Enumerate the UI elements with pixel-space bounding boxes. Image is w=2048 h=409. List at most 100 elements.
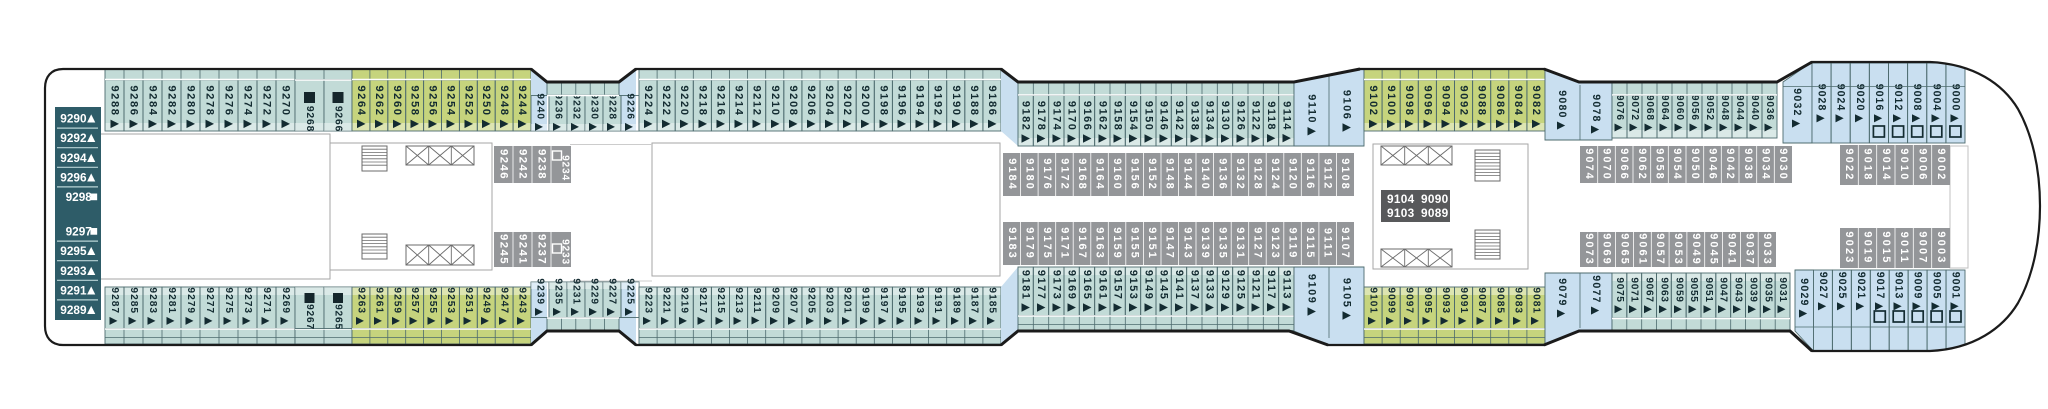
svg-text:9253▲: 9253▲: [443, 287, 458, 328]
svg-text:9189▲: 9189▲: [948, 287, 963, 328]
svg-text:9033: 9033: [1761, 233, 1773, 265]
svg-text:9264▲: 9264▲: [353, 85, 369, 132]
svg-text:9031▲: 9031▲: [1775, 277, 1790, 316]
svg-text:9241: 9241: [517, 234, 529, 265]
svg-text:9265: 9265: [333, 304, 344, 330]
svg-text:9105▲: 9105▲: [1339, 278, 1355, 324]
svg-text:9204▲: 9204▲: [821, 85, 837, 132]
svg-text:9117▲: 9117▲: [1263, 270, 1279, 316]
svg-text:9248▲: 9248▲: [496, 85, 512, 132]
svg-text:9156: 9156: [1129, 158, 1141, 190]
svg-text:9138▲: 9138▲: [1186, 101, 1202, 147]
svg-text:9185▲: 9185▲: [985, 287, 1000, 328]
svg-text:9078▲: 9078▲: [1588, 94, 1604, 137]
svg-text:9244▲: 9244▲: [514, 85, 530, 132]
svg-text:9010: 9010: [1898, 148, 1910, 181]
svg-text:9222▲: 9222▲: [658, 85, 674, 132]
svg-text:9142▲: 9142▲: [1171, 101, 1187, 147]
svg-text:9250▲: 9250▲: [478, 85, 494, 132]
svg-text:9109▲: 9109▲: [1304, 274, 1320, 320]
svg-text:9003: 9003: [1935, 231, 1947, 264]
svg-text:9232▲: 9232▲: [569, 93, 584, 134]
svg-text:9090: 9090: [1421, 192, 1449, 206]
svg-text:9276▲: 9276▲: [221, 85, 237, 132]
svg-text:9134▲: 9134▲: [1202, 101, 1218, 147]
svg-text:9066: 9066: [1618, 148, 1630, 180]
svg-text:9064▲: 9064▲: [1657, 95, 1672, 135]
svg-text:9000▲: 9000▲: [1947, 84, 1963, 126]
svg-text:9052▲: 9052▲: [1702, 95, 1717, 135]
svg-text:9094▲: 9094▲: [1438, 85, 1454, 132]
svg-text:9050: 9050: [1689, 148, 1701, 180]
svg-text:9224▲: 9224▲: [640, 85, 656, 132]
svg-text:9240▲: 9240▲: [533, 93, 548, 134]
svg-text:9168: 9168: [1076, 158, 1088, 190]
svg-text:9058: 9058: [1654, 148, 1666, 180]
svg-text:9295▲: 9295▲: [60, 243, 98, 258]
svg-text:9055▲: 9055▲: [1686, 277, 1701, 316]
svg-text:9266: 9266: [333, 106, 344, 132]
svg-text:9297■: 9297■: [66, 224, 98, 239]
svg-text:9020▲: 9020▲: [1852, 84, 1868, 126]
svg-text:9017▲: 9017▲: [1872, 272, 1888, 314]
svg-text:9056▲: 9056▲: [1687, 95, 1702, 135]
svg-text:9289▲: 9289▲: [60, 302, 98, 317]
svg-text:9112: 9112: [1322, 159, 1334, 191]
svg-text:9176: 9176: [1041, 158, 1053, 190]
svg-text:9012▲: 9012▲: [1890, 84, 1906, 126]
svg-text:9158▲: 9158▲: [1110, 101, 1126, 147]
svg-text:9080▲: 9080▲: [1554, 90, 1570, 133]
svg-text:9152: 9152: [1146, 158, 1158, 190]
svg-text:9202▲: 9202▲: [839, 85, 855, 132]
svg-text:9079▲: 9079▲: [1554, 278, 1570, 321]
svg-text:9196▲: 9196▲: [894, 85, 910, 132]
svg-text:9218▲: 9218▲: [694, 85, 710, 132]
svg-text:9247▲: 9247▲: [497, 287, 512, 328]
svg-text:9190▲: 9190▲: [948, 85, 964, 132]
svg-text:9014: 9014: [1880, 148, 1892, 181]
svg-text:9174▲: 9174▲: [1048, 101, 1064, 147]
svg-text:9143: 9143: [1181, 227, 1193, 259]
svg-text:9267: 9267: [304, 304, 315, 330]
svg-text:9127: 9127: [1252, 227, 1264, 259]
svg-text:9262▲: 9262▲: [371, 85, 387, 132]
svg-text:9209▲: 9209▲: [767, 287, 782, 328]
svg-text:9159: 9159: [1111, 227, 1123, 259]
svg-text:9269▲: 9269▲: [278, 287, 293, 328]
svg-text:9287▲: 9287▲: [107, 287, 122, 328]
svg-text:9119: 9119: [1287, 228, 1299, 260]
svg-text:9233: 9233: [560, 239, 571, 265]
svg-text:9137▲: 9137▲: [1186, 270, 1202, 316]
svg-text:9293▲: 9293▲: [60, 263, 98, 278]
svg-text:9135: 9135: [1216, 227, 1228, 259]
svg-text:9084▲: 9084▲: [1510, 85, 1526, 132]
svg-text:9211▲: 9211▲: [749, 288, 764, 329]
svg-text:9148: 9148: [1164, 158, 1176, 190]
svg-text:9284▲: 9284▲: [145, 85, 161, 132]
svg-text:9122▲: 9122▲: [1248, 101, 1264, 147]
svg-text:9091▲: 9091▲: [1456, 287, 1471, 328]
svg-text:9081▲: 9081▲: [1529, 287, 1544, 328]
svg-text:9208▲: 9208▲: [785, 85, 801, 132]
svg-text:9032▲: 9032▲: [1789, 88, 1805, 131]
svg-text:9002: 9002: [1935, 148, 1947, 181]
svg-text:9025▲: 9025▲: [1834, 272, 1850, 314]
svg-text:9069: 9069: [1601, 233, 1613, 265]
svg-text:9099▲: 9099▲: [1384, 287, 1399, 328]
svg-text:9291▲: 9291▲: [60, 282, 98, 297]
svg-text:9277▲: 9277▲: [202, 287, 217, 328]
svg-text:9007: 9007: [1917, 231, 1929, 264]
svg-text:9165▲: 9165▲: [1079, 270, 1095, 316]
svg-text:9268: 9268: [304, 106, 315, 132]
svg-text:9019: 9019: [1862, 231, 1874, 264]
svg-text:9098▲: 9098▲: [1401, 85, 1417, 132]
svg-text:9100▲: 9100▲: [1383, 85, 1399, 132]
svg-text:9229▲: 9229▲: [587, 278, 602, 319]
svg-text:9110▲: 9110▲: [1304, 94, 1320, 140]
svg-text:9151: 9151: [1146, 227, 1158, 259]
svg-text:9075▲: 9075▲: [1612, 277, 1627, 316]
svg-text:9116: 9116: [1304, 159, 1316, 191]
svg-text:9285▲: 9285▲: [126, 287, 141, 328]
svg-text:9115: 9115: [1304, 228, 1316, 260]
svg-text:9038: 9038: [1742, 148, 1754, 180]
